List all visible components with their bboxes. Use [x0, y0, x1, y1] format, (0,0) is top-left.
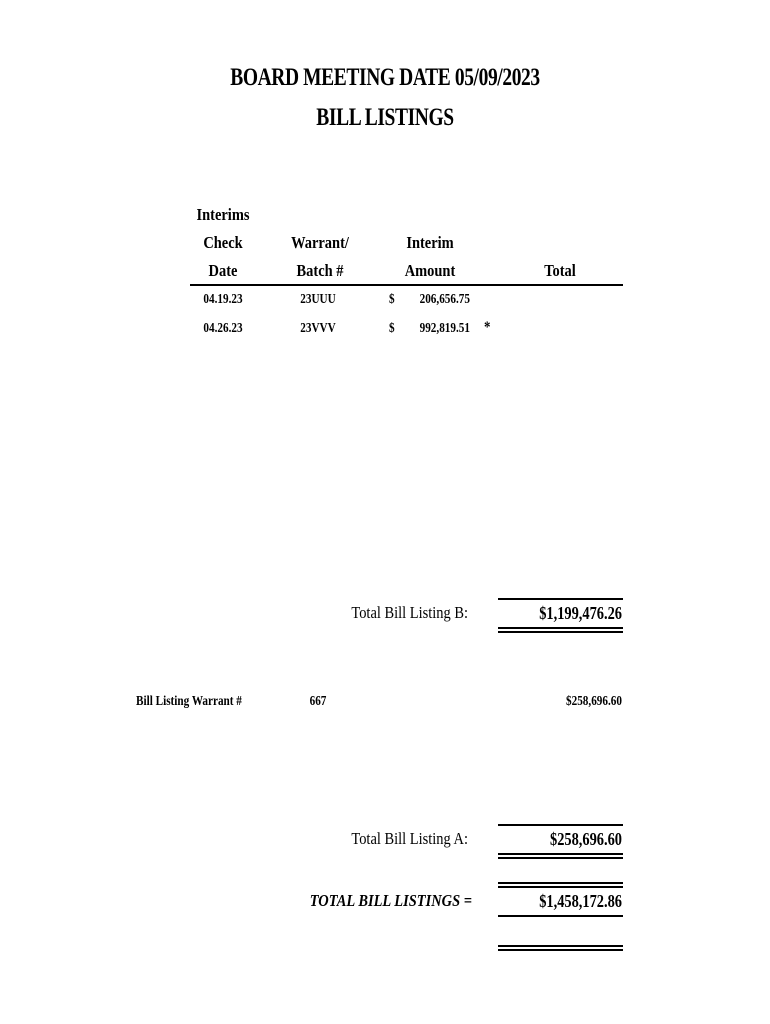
page-subtitle: BILL LISTINGS: [316, 104, 454, 131]
listing-a-label: Total Bill Listing A:: [351, 829, 468, 848]
listing-b-amount: $1,199,476.26: [539, 603, 622, 623]
row-date: 04.19.23: [203, 292, 243, 307]
listing-b-top-rule: [498, 598, 623, 600]
listing-b-double-rule-2: [498, 631, 623, 633]
grand-total-label: TOTAL BILL LISTINGS =: [309, 891, 472, 910]
warrant-label: Bill Listing Warrant #: [136, 694, 242, 709]
listing-b-label: Total Bill Listing B:: [351, 603, 468, 622]
header-amount-line1: Interim: [406, 233, 454, 252]
header-rule: [190, 284, 623, 286]
warrant-number: 667: [309, 694, 327, 709]
listing-a-double-rule-1: [498, 853, 623, 855]
warrant-amount: $258,696.60: [566, 694, 622, 709]
grand-total-rule-5: [498, 949, 623, 951]
page-title: BOARD MEETING DATE 05/09/2023: [230, 64, 540, 91]
header-date-line3: Date: [208, 261, 238, 280]
grand-total-rule-2: [498, 886, 623, 888]
row-mark: *: [484, 319, 491, 336]
header-date-line2: Check: [203, 233, 243, 252]
row-currency: $: [389, 321, 395, 336]
row-batch: 23VVV: [300, 321, 336, 336]
row-currency: $: [389, 292, 395, 307]
grand-total-rule-4: [498, 945, 623, 947]
header-warrant-line1: Warrant/: [291, 233, 349, 252]
row-date: 04.26.23: [203, 321, 243, 336]
grand-total-rule-3: [498, 915, 623, 917]
header-warrant-line2: Batch #: [296, 261, 344, 280]
row-amount: 992,819.51: [419, 321, 470, 336]
header-amount-line2: Amount: [404, 261, 456, 280]
listing-b-double-rule-1: [498, 627, 623, 629]
row-batch: 23UUU: [300, 292, 336, 307]
grand-total-rule-1: [498, 882, 623, 884]
listing-a-double-rule-2: [498, 857, 623, 859]
header-total: Total: [544, 261, 576, 280]
listing-a-amount: $258,696.60: [550, 829, 622, 849]
row-amount: 206,656.75: [419, 292, 470, 307]
header-date-line1: Interims: [196, 205, 250, 224]
grand-total-amount: $1,458,172.86: [539, 891, 622, 911]
listing-a-top-rule: [498, 824, 623, 826]
